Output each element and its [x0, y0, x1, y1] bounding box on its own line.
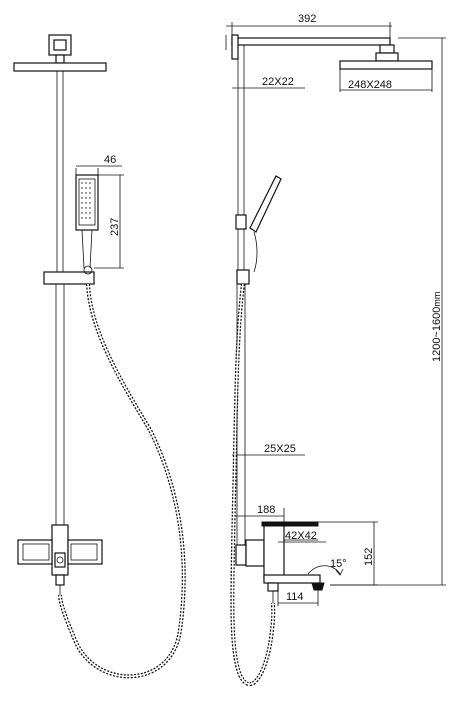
dim-spout-length: 114: [286, 591, 304, 603]
dim-valve-height: 152: [363, 548, 375, 566]
dim-valve-body: 42X42: [285, 530, 317, 542]
handset-spray-dots: [81, 182, 91, 219]
dim-arm-length: 392: [298, 13, 316, 25]
front-shower-head: [13, 62, 107, 72]
side-slider-bracket: [236, 269, 250, 285]
dim-total-height: 1200~1600mm: [431, 292, 443, 362]
dim-pipe-lower: 25X25: [264, 443, 296, 455]
dim-head-size: 248X248: [348, 79, 392, 91]
side-valve-lever: [261, 521, 319, 527]
dim-valve-offset: 188: [257, 504, 275, 516]
front-handset: [75, 174, 99, 231]
front-slider-bracket: [43, 271, 95, 285]
dim-pipe-upper: 22X22: [262, 76, 294, 88]
front-view: 46 237: [13, 34, 186, 679]
side-spout: [263, 574, 321, 584]
dim-handset-height: 237: [109, 218, 121, 236]
side-shower-arm: [231, 37, 391, 46]
side-handset: [249, 175, 282, 233]
dim-total-height-unit: mm: [432, 292, 442, 307]
dim-total-height-value: 1200~1600: [431, 307, 443, 362]
side-view: 392 248X248 1200~1600mm 22X22: [225, 13, 446, 687]
dim-handset-width: 46: [104, 154, 116, 166]
front-hose: [58, 283, 186, 679]
side-valve-body: [263, 524, 285, 581]
dim-spout-angle: 15°: [330, 558, 347, 570]
side-shower-head: [339, 60, 433, 70]
